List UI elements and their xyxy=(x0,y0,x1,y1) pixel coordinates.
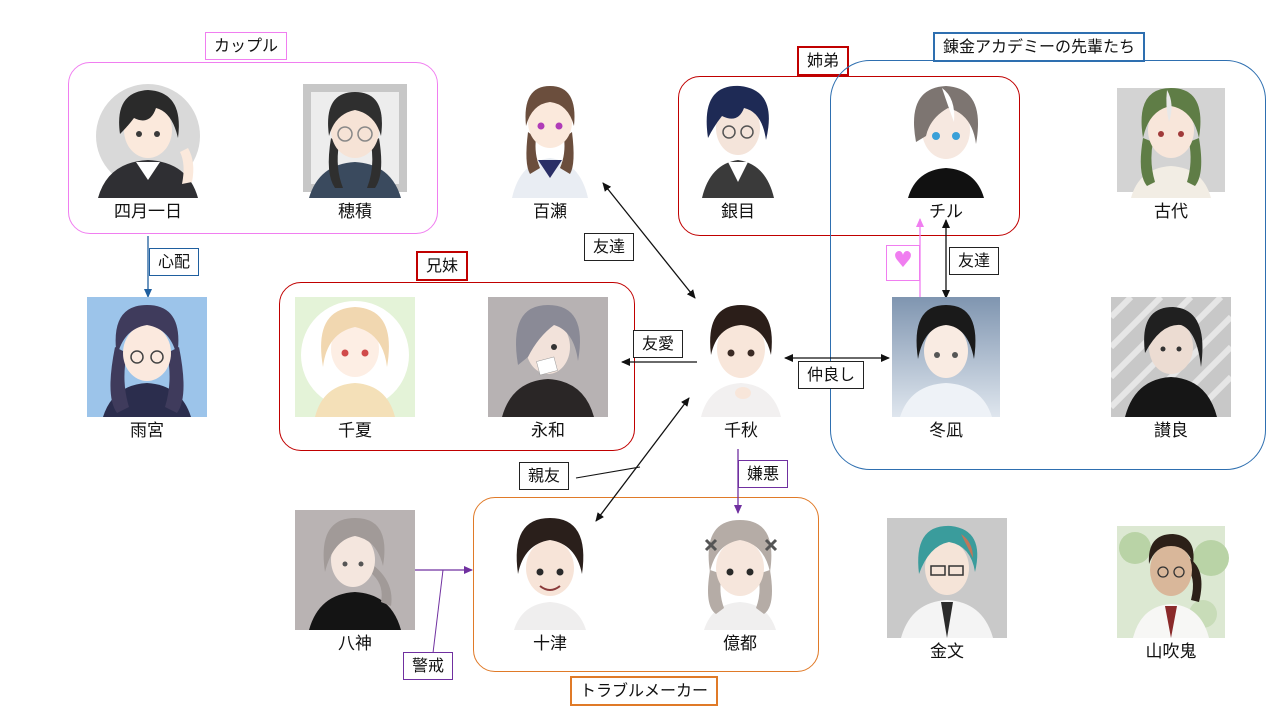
character-name: 山吹鬼 xyxy=(1145,642,1197,662)
character-hozumi: 穂積 xyxy=(295,78,415,222)
relation-label-shinpai: 心配 xyxy=(149,248,200,276)
edge-momose-chiaki xyxy=(602,182,696,299)
portrait-momose xyxy=(490,78,610,198)
character-momose: 百瀬 xyxy=(490,78,610,222)
character-name: 冬凪 xyxy=(929,421,963,441)
character-sanra: 讃良 xyxy=(1111,297,1231,441)
character-ginme: 銀目 xyxy=(678,78,798,222)
character-name: チル xyxy=(929,202,963,222)
character-shigatsu-tsuitachi: 四月一日 xyxy=(88,78,208,222)
relation-label-keikai: 警戒 xyxy=(403,652,454,680)
group-label-troublemakers: トラブルメーカー xyxy=(570,676,719,706)
group-label-sister-brother: 姉弟 xyxy=(797,46,850,76)
character-name: 千夏 xyxy=(338,421,372,441)
character-name: 銀目 xyxy=(721,202,755,222)
character-towa: 永和 xyxy=(488,297,608,441)
character-name: 四月一日 xyxy=(114,202,182,222)
relation-label-shinyuu: 親友 xyxy=(519,462,570,490)
portrait-nagi xyxy=(886,297,1006,417)
character-name: 百瀬 xyxy=(533,202,567,222)
relation-label-keno: 嫌悪 xyxy=(738,460,789,488)
character-yagami: 八神 xyxy=(295,510,415,654)
character-name: 億都 xyxy=(723,634,757,654)
portrait-shigatsu-tsuitachi xyxy=(88,78,208,198)
portrait-hozumi xyxy=(295,78,415,198)
character-chinatsu: 千夏 xyxy=(295,297,415,441)
character-kodai: 古代 xyxy=(1111,78,1231,222)
character-nagi: 冬凪 xyxy=(886,297,1006,441)
portrait-amamiya xyxy=(87,297,207,417)
relation-label-friend-chiru: 友達 xyxy=(949,247,1000,275)
portrait-towa xyxy=(488,297,608,417)
relation-label-yuuai: 友愛 xyxy=(633,330,684,358)
character-name: 永和 xyxy=(531,421,565,441)
portrait-chiru xyxy=(886,78,1006,198)
character-name: 十津 xyxy=(533,634,567,654)
portrait-kinbun xyxy=(887,518,1007,638)
character-name: 古代 xyxy=(1154,202,1188,222)
group-siblings xyxy=(279,282,635,451)
character-name: 千秋 xyxy=(724,421,758,441)
portrait-ginme xyxy=(678,78,798,198)
character-chiru: チル xyxy=(886,78,1006,222)
character-name: 金文 xyxy=(930,642,964,662)
edge-shinyuu-leader xyxy=(575,466,641,479)
character-name: 八神 xyxy=(338,634,372,654)
group-label-siblings: 兄妹 xyxy=(416,251,469,281)
portrait-chiaki xyxy=(681,297,801,417)
group-label-couple: カップル xyxy=(205,32,288,60)
relation-label-nakayoshi: 仲良し xyxy=(798,361,865,389)
group-couple xyxy=(68,62,438,234)
character-name: 雨宮 xyxy=(130,421,164,441)
character-jutsu: 十津 xyxy=(490,510,610,654)
portrait-yamabuki xyxy=(1111,518,1231,638)
character-kinbun: 金文 xyxy=(887,518,1007,662)
character-okuto: 億都 xyxy=(680,510,800,654)
portrait-sanra xyxy=(1111,297,1231,417)
character-amamiya: 雨宮 xyxy=(87,297,207,441)
portrait-chinatsu xyxy=(295,297,415,417)
group-label-academy: 錬金アカデミーの先輩たち xyxy=(933,32,1146,62)
edge-shinyuu xyxy=(595,397,690,522)
portrait-okuto xyxy=(680,510,800,630)
edge-keikai-leader xyxy=(432,569,444,654)
character-chiaki: 千秋 xyxy=(681,297,801,441)
relation-label-heart: ♥ xyxy=(886,245,920,281)
relation-label-friend-momose: 友達 xyxy=(584,233,635,261)
character-name: 穂積 xyxy=(338,202,372,222)
character-name: 讃良 xyxy=(1154,421,1188,441)
portrait-kodai xyxy=(1111,78,1231,198)
portrait-jutsu xyxy=(490,510,610,630)
portrait-yagami xyxy=(295,510,415,630)
character-yamabuki: 山吹鬼 xyxy=(1111,518,1231,662)
